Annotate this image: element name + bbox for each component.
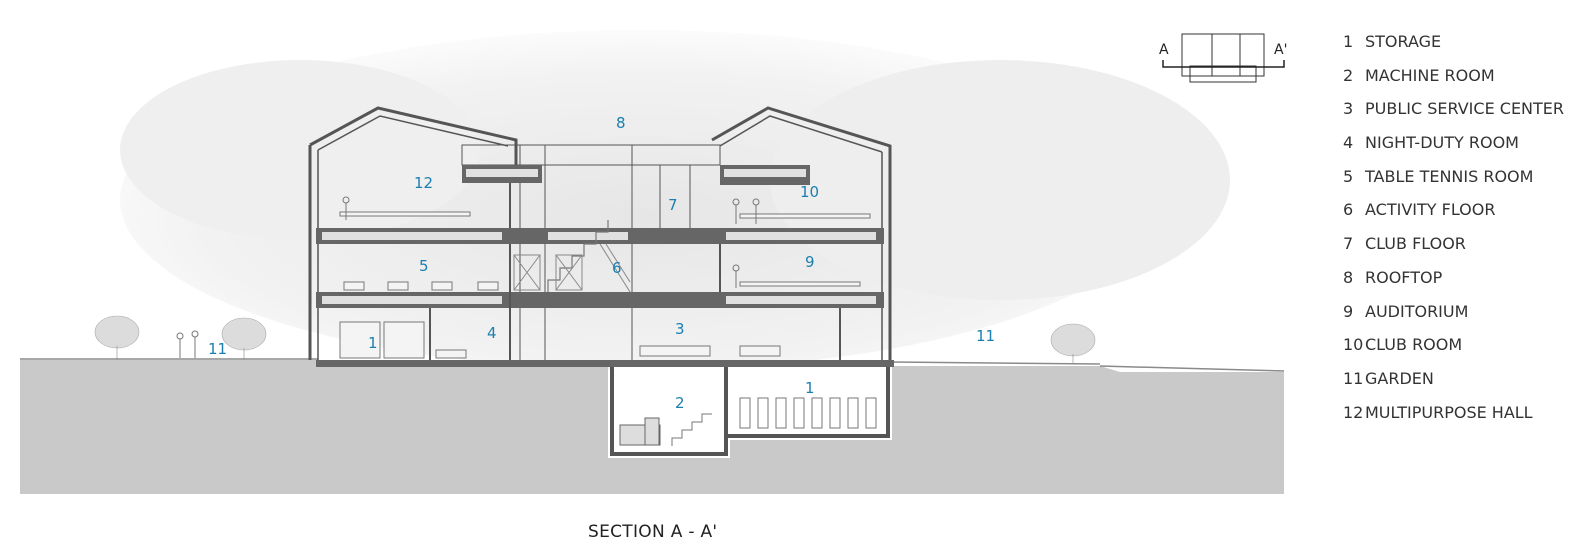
keyplan-label-a-prime: A' — [1274, 42, 1287, 58]
legend-item-label: CLUB ROOM — [1365, 335, 1463, 355]
legend-item-number: 6 — [1343, 200, 1354, 220]
cloud — [770, 60, 1230, 300]
basement-stair — [671, 413, 712, 446]
legend-item-number: 4 — [1343, 133, 1354, 153]
room-labels: 8 12 7 10 5 6 9 1 4 3 2 1 11 11 — [208, 114, 995, 412]
label-activity-floor: 6 — [612, 259, 622, 277]
section-caption: SECTION A - A' — [588, 522, 718, 542]
label-garden-right: 11 — [976, 327, 995, 345]
legend-item-number: 1 — [1343, 32, 1354, 51]
storage-racks — [739, 397, 877, 429]
slab-windows — [322, 169, 876, 304]
legend-item: 2 MACHINE ROOM — [1343, 64, 1564, 98]
cloud — [120, 60, 480, 240]
legend-item: 4 NIGHT-DUTY ROOM — [1343, 131, 1564, 165]
label-rooftop: 8 — [616, 114, 626, 132]
legend-item-label: CLUB FLOOR — [1365, 234, 1466, 254]
legend-item-number: 9 — [1343, 301, 1354, 321]
furniture — [339, 211, 871, 359]
legend-item-label: STORAGE — [1365, 32, 1442, 51]
legend-item-number: 7 — [1343, 234, 1354, 254]
people-figures — [176, 196, 760, 358]
legend-item: 3 PUBLIC SERVICE CENTER — [1343, 97, 1564, 131]
ground-line — [1099, 365, 1285, 372]
ground-mass — [20, 360, 1284, 494]
legend-item-number: 5 — [1343, 166, 1354, 186]
tree-left-2 — [221, 317, 267, 360]
ground-line — [891, 361, 1101, 365]
tree-right — [1050, 323, 1096, 364]
legend-item: 9 AUDITORIUM — [1343, 300, 1564, 334]
interior-walls — [429, 183, 841, 360]
label-club-floor: 7 — [668, 196, 678, 214]
legend-item-number: 11 — [1343, 368, 1364, 388]
legend-item: 1 STORAGE — [1343, 30, 1564, 64]
legend-item-number: 3 — [1343, 99, 1354, 119]
main-stair — [547, 220, 609, 292]
legend-item-label: TABLE TENNIS ROOM — [1365, 166, 1534, 186]
legend-item-label: MACHINE ROOM — [1365, 65, 1495, 85]
legend-item: 6 ACTIVITY FLOOR — [1343, 198, 1564, 232]
keyplan-label-a: A — [1159, 42, 1169, 58]
building-section — [308, 106, 892, 360]
label-garden-left: 11 — [208, 340, 227, 358]
legend-item-number: 2 — [1343, 65, 1354, 85]
label-public-service: 3 — [675, 320, 685, 338]
label-club-room: 10 — [800, 183, 819, 201]
legend-item-number: 8 — [1343, 267, 1354, 287]
legend-item-label: ROOFTOP — [1365, 267, 1443, 287]
legend-item-label: PUBLIC SERVICE CENTER — [1365, 99, 1565, 119]
label-multipurpose-hall: 12 — [414, 174, 433, 192]
stair-rails — [513, 243, 631, 293]
legend-item-label: AUDITORIUM — [1365, 301, 1469, 321]
label-storage-basement: 1 — [805, 379, 815, 397]
key-plan: A A' — [1159, 33, 1287, 83]
machine-equipment — [619, 417, 661, 446]
legend: 1 STORAGE 2 MACHINE ROOM 3 PUBLIC SERVICE CEN… — [1343, 30, 1564, 434]
tree-left-1 — [94, 315, 140, 360]
legend-item-label: ACTIVITY FLOOR — [1365, 200, 1496, 220]
label-storage-ground: 1 — [368, 334, 378, 352]
label-table-tennis: 5 — [419, 257, 429, 275]
legend-item-label: MULTIPURPOSE HALL — [1365, 402, 1533, 422]
legend-item: 7 CLUB FLOOR — [1343, 232, 1564, 266]
legend-item: 8 ROOFTOP — [1343, 266, 1564, 300]
legend-item: 5 TABLE TENNIS ROOM — [1343, 165, 1564, 199]
label-night-duty: 4 — [487, 324, 497, 342]
legend-item-label: NIGHT-DUTY ROOM — [1365, 133, 1519, 153]
label-auditorium: 9 — [805, 253, 815, 271]
label-machine-room: 2 — [675, 394, 685, 412]
legend-item-number: 10 — [1343, 335, 1364, 355]
legend-item-label: GARDEN — [1365, 368, 1434, 388]
legend-item-number: 12 — [1343, 402, 1364, 422]
